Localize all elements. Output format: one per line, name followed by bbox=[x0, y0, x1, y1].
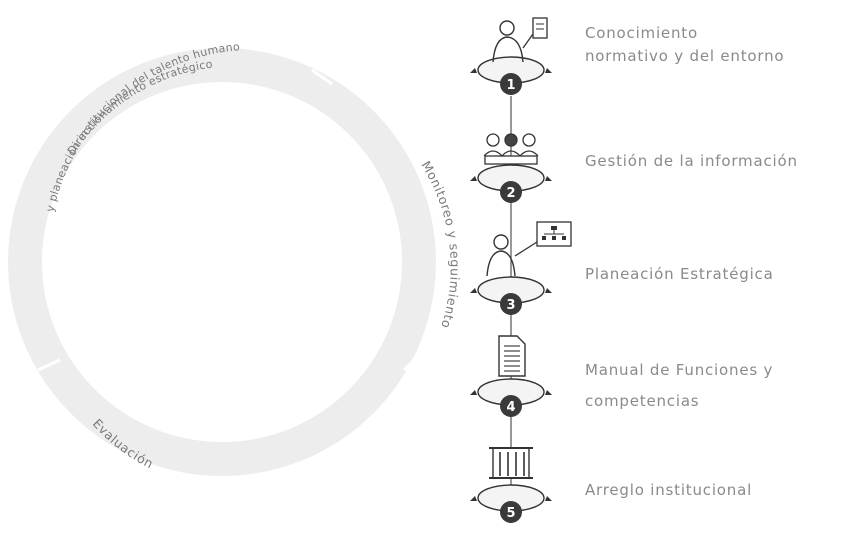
step-2: 2 bbox=[470, 133, 552, 203]
ring-segment-gap bbox=[402, 350, 424, 372]
step-label-3-line1: Planeación Estratégica bbox=[585, 265, 774, 283]
step-label-1-line2: normativo y del entorno bbox=[585, 47, 785, 66]
step-3-number: 3 bbox=[506, 298, 515, 313]
step-5: 5 bbox=[470, 447, 552, 523]
ring-segment-gap bbox=[311, 68, 333, 86]
step-5-number: 5 bbox=[506, 506, 515, 521]
ring-segment-gap bbox=[37, 358, 61, 372]
step-1: 1 bbox=[470, 17, 552, 95]
step-label-4: Manual de Funciones y competencias bbox=[585, 355, 773, 417]
step-label-1: Conocimiento normativo y del entorno bbox=[585, 22, 784, 69]
step-4: 4 bbox=[470, 335, 552, 417]
step-1-badge bbox=[500, 73, 522, 95]
step-label-2: Gestión de la información bbox=[585, 150, 798, 173]
step-label-4-line2: competencias bbox=[585, 391, 700, 410]
step-label-5: Arreglo institucional bbox=[585, 479, 752, 502]
person-with-document-icon bbox=[492, 17, 548, 63]
document-page-icon bbox=[498, 335, 526, 377]
team-meeting-icon bbox=[483, 133, 539, 165]
step-1-number: 1 bbox=[506, 78, 515, 93]
steps: 1 2 3 4 5 bbox=[470, 17, 572, 523]
step-label-3: Planeación Estratégica bbox=[585, 263, 774, 286]
step-label-1-line1: Conocimiento bbox=[585, 24, 698, 42]
step-4-badge bbox=[500, 395, 522, 417]
step-label-2-line1: Gestión de la información bbox=[585, 152, 798, 170]
step-3-badge bbox=[500, 293, 522, 315]
step-label-5-line1: Arreglo institucional bbox=[585, 481, 753, 499]
institution-building-icon bbox=[489, 447, 533, 479]
step-2-number: 2 bbox=[506, 186, 515, 201]
step-2-badge bbox=[500, 181, 522, 203]
step-5-badge bbox=[500, 501, 522, 523]
step-3: 3 bbox=[470, 221, 572, 315]
step-4-number: 4 bbox=[506, 400, 515, 415]
cycle-ring bbox=[8, 48, 436, 476]
step-label-4-line1: Manual de Funciones y bbox=[585, 361, 774, 379]
presenter-org-chart-icon bbox=[486, 221, 572, 277]
